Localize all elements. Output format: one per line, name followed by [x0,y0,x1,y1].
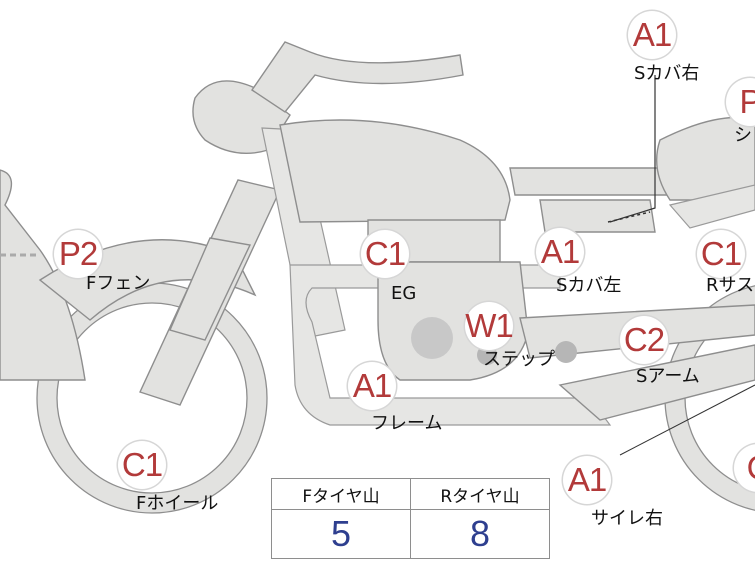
part-label: Sカバ右 [634,63,700,84]
tire-tread-table: Fタイヤ山 Rタイヤ山 5 8 [271,478,550,559]
part-code-badge: P2 [54,230,102,278]
leader-line [619,384,755,456]
engine-cover [411,317,453,359]
leader-line [609,75,656,223]
part-label: Rサス [706,275,755,296]
rear-frame [668,184,755,229]
exhaust [558,344,755,421]
rear-tire-header: Rタイヤ山 [410,478,550,510]
part-label: Fホイール [136,493,219,514]
part-label: ステップ [483,349,555,370]
frame-lower [289,264,612,426]
seat [655,116,755,201]
part-label: フレーム [371,413,443,434]
part-label: Sカバ左 [556,275,622,296]
step-peg [555,341,577,363]
fuel-tank [279,119,511,223]
part-code-badge: C1 [361,230,409,278]
step-peg [477,345,497,365]
handlebar [251,41,464,113]
part-label: サイレ右 [591,508,663,529]
side-cover [509,167,673,196]
part-code-badge: W1 [465,302,514,350]
leader-line [607,211,651,223]
part-label: Fフェン [86,273,151,294]
part-code-badge: A1 [628,11,676,59]
part-label: シ [734,125,752,146]
part-code-badge: C [734,444,755,492]
part-code-badge: A1 [348,362,396,410]
part-label: EG [391,283,417,304]
fork-lower [169,237,252,341]
front-fairing [0,169,86,381]
front-tire-header: Fタイヤ山 [271,478,411,510]
part-label: Sアーム [636,366,700,387]
side-cover-left [539,199,656,233]
front-tire-value: 5 [271,509,411,559]
part-code-badge: A1 [536,228,584,276]
part-code-badge: A1 [563,456,611,504]
rear-tire-value: 8 [410,509,550,559]
part-code-badge: C1 [697,230,745,278]
part-code-badge: C1 [118,441,166,489]
part-code-badge: C2 [620,316,668,364]
